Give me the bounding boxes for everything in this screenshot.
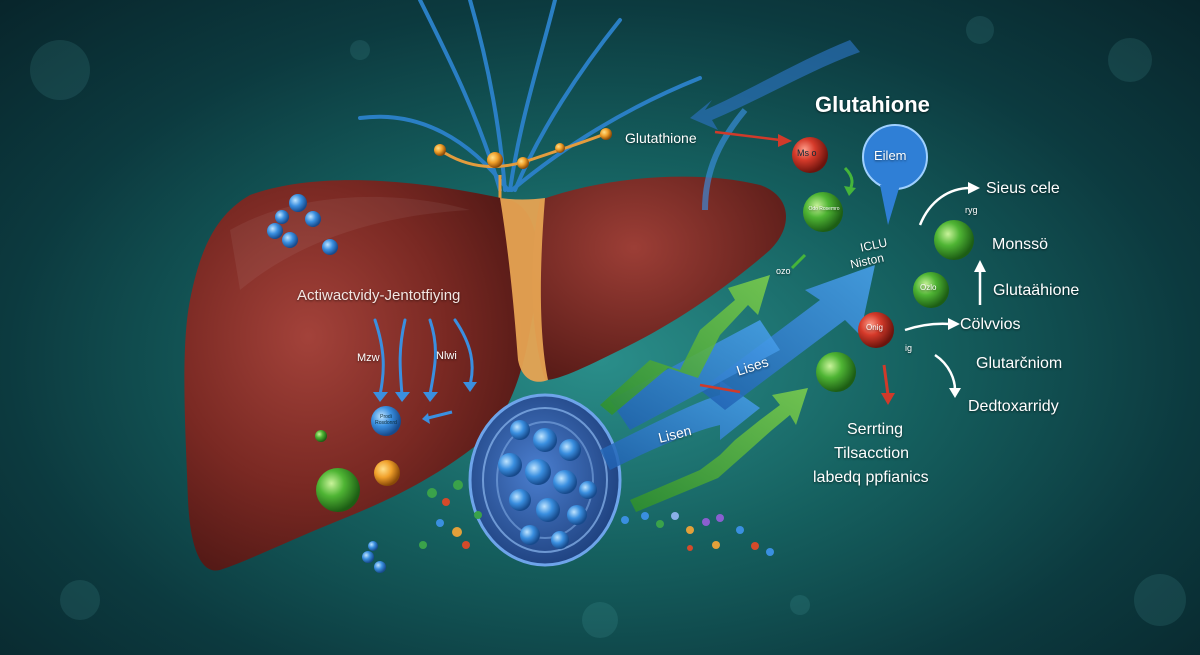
red-arrow-down-head: [881, 393, 895, 405]
green-molecule-2: [934, 220, 974, 260]
green-molecule-4: [816, 352, 856, 392]
liver-left-lobe: [184, 180, 539, 571]
green-molecule-3-label: Ozlo: [920, 283, 937, 292]
green-molecule-1: [803, 192, 843, 232]
white-arrows: [904, 186, 982, 391]
bottom-label-1: Serrting: [847, 421, 904, 438]
bottom-label-3: labedq ppfianics: [813, 469, 929, 486]
liver-label: Actiwactvidy-Jentotfiying: [297, 287, 461, 304]
top-glutathione-label: Glutathione: [625, 130, 697, 146]
right-label-3: Glutaähione: [993, 282, 1080, 299]
node-left-arrowhead: [422, 413, 430, 424]
green-arrow-lower: [630, 388, 808, 512]
green-curved-arrow-head: [844, 186, 856, 196]
green-molecule-3: [913, 272, 949, 308]
background-bokeh: [30, 16, 1186, 638]
mitochondrion: [468, 393, 622, 567]
red-arrow-down: [882, 364, 890, 396]
red-arrow-mid: [699, 383, 741, 394]
blue-arrow-upper: [700, 265, 875, 410]
right-label-1: Sieus cele: [986, 180, 1060, 197]
green-sphere-large: [316, 468, 360, 512]
right-label-6: Dedtoxarridy: [968, 398, 1059, 415]
small-mark-ryg: ryg: [965, 205, 978, 215]
bottom-label-2: Tilsacction: [834, 445, 909, 462]
red-molecule-2: [858, 312, 894, 348]
small-mark-ig: ig: [905, 343, 913, 353]
blue-circle-tail: [880, 185, 900, 225]
curved-arrow-left: [702, 108, 748, 211]
liver-arrow-left-label: Mzw: [357, 352, 380, 364]
red-arrow-top: [714, 130, 781, 142]
prodi-node: [371, 406, 401, 436]
node-left-arrow: [427, 410, 453, 420]
prodi-node-label: Prodi Rosdonrd: [375, 414, 397, 426]
orange-sphere: [374, 460, 400, 486]
falciform-ligament: [500, 198, 548, 382]
small-mark-ozo: ozo: [776, 266, 791, 276]
right-label-2: Monssö: [992, 236, 1049, 253]
liver-arrow-right-label: Nlwi: [436, 350, 457, 362]
green-sphere-small: [315, 430, 327, 442]
liver-right-lobe: [532, 176, 787, 380]
liver-down-arrowheads: [373, 382, 477, 402]
particle-cluster-bottom: [362, 480, 482, 573]
green-molecule-1-label: Odo Rosemro: [808, 206, 840, 212]
particle-chain-right: [621, 512, 774, 556]
green-small-arrow: [790, 253, 807, 270]
liver-highlight: [230, 196, 470, 290]
white-arrowheads: [948, 182, 986, 398]
red-molecule-top-label: Ms o: [797, 148, 817, 158]
top-curved-arrow: [690, 40, 860, 130]
red-arrow-top-head: [778, 134, 792, 147]
liver-down-arrows: [373, 318, 474, 397]
right-label-4: Cölvvios: [960, 316, 1021, 333]
blue-circle-label: Eilem: [874, 148, 907, 163]
red-molecule-2-label: Onig: [866, 323, 883, 332]
blue-molecule-cluster: [267, 194, 338, 255]
green-arrow-upper: [600, 275, 770, 415]
red-molecule-top: [792, 137, 828, 173]
diagram-title: Glutahione: [815, 92, 930, 117]
right-label-5: Glutarčniom: [976, 355, 1063, 372]
